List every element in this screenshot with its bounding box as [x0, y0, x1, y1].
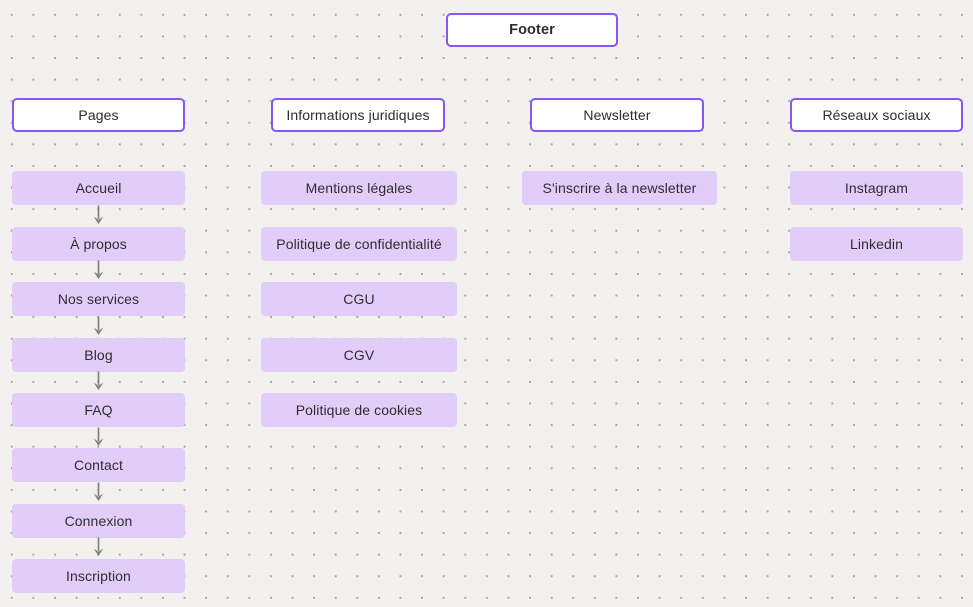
node-a-propos-label: À propos: [70, 236, 127, 252]
node-a-propos[interactable]: À propos: [12, 227, 185, 261]
node-faq[interactable]: FAQ: [12, 393, 185, 427]
down-arrow-icon: [90, 537, 107, 558]
node-header-informations-juridiques-label: Informations juridiques: [286, 107, 430, 123]
node-sinscrire-newsletter[interactable]: S'inscrire à la newsletter: [522, 171, 717, 205]
down-arrow-icon: [90, 205, 107, 226]
node-faq-label: FAQ: [84, 402, 113, 418]
node-accueil[interactable]: Accueil: [12, 171, 185, 205]
node-inscription[interactable]: Inscription: [12, 559, 185, 593]
node-nos-services[interactable]: Nos services: [12, 282, 185, 316]
down-arrow-icon: [90, 316, 107, 337]
node-sinscrire-newsletter-label: S'inscrire à la newsletter: [542, 180, 697, 196]
node-header-informations-juridiques[interactable]: Informations juridiques: [271, 98, 445, 132]
node-accueil-label: Accueil: [75, 180, 122, 196]
node-header-newsletter-label: Newsletter: [583, 107, 651, 123]
node-cgv[interactable]: CGV: [261, 338, 457, 372]
node-linkedin[interactable]: Linkedin: [790, 227, 963, 261]
node-politique-de-cookies[interactable]: Politique de cookies: [261, 393, 457, 427]
node-blog[interactable]: Blog: [12, 338, 185, 372]
node-contact-label: Contact: [74, 457, 123, 473]
node-contact[interactable]: Contact: [12, 448, 185, 482]
node-header-pages-label: Pages: [78, 107, 119, 123]
node-header-reseaux-sociaux-label: Réseaux sociaux: [822, 107, 931, 123]
node-politique-de-confidentialite-label: Politique de confidentialité: [276, 236, 442, 252]
node-connexion-label: Connexion: [64, 513, 133, 529]
node-blog-label: Blog: [84, 347, 113, 363]
node-cgu[interactable]: CGU: [261, 282, 457, 316]
node-cgu-label: CGU: [343, 291, 375, 307]
node-linkedin-label: Linkedin: [850, 236, 903, 252]
node-instagram-label: Instagram: [844, 180, 909, 196]
down-arrow-icon: [90, 260, 107, 281]
node-politique-de-confidentialite[interactable]: Politique de confidentialité: [261, 227, 457, 261]
node-header-newsletter[interactable]: Newsletter: [530, 98, 704, 132]
node-nos-services-label: Nos services: [57, 291, 140, 307]
down-arrow-icon: [90, 427, 107, 448]
node-politique-de-cookies-label: Politique de cookies: [295, 402, 423, 418]
node-instagram[interactable]: Instagram: [790, 171, 963, 205]
node-connexion[interactable]: Connexion: [12, 504, 185, 538]
down-arrow-icon: [90, 371, 107, 392]
node-inscription-label: Inscription: [66, 568, 131, 584]
node-mentions-legales-label: Mentions légales: [305, 180, 413, 196]
node-mentions-legales[interactable]: Mentions légales: [261, 171, 457, 205]
node-cgv-label: CGV: [343, 347, 375, 363]
node-footer[interactable]: Footer: [446, 13, 618, 47]
node-header-reseaux-sociaux[interactable]: Réseaux sociaux: [790, 98, 963, 132]
down-arrow-icon: [90, 482, 107, 503]
node-header-pages[interactable]: Pages: [12, 98, 185, 132]
node-footer-label: Footer: [509, 22, 555, 38]
